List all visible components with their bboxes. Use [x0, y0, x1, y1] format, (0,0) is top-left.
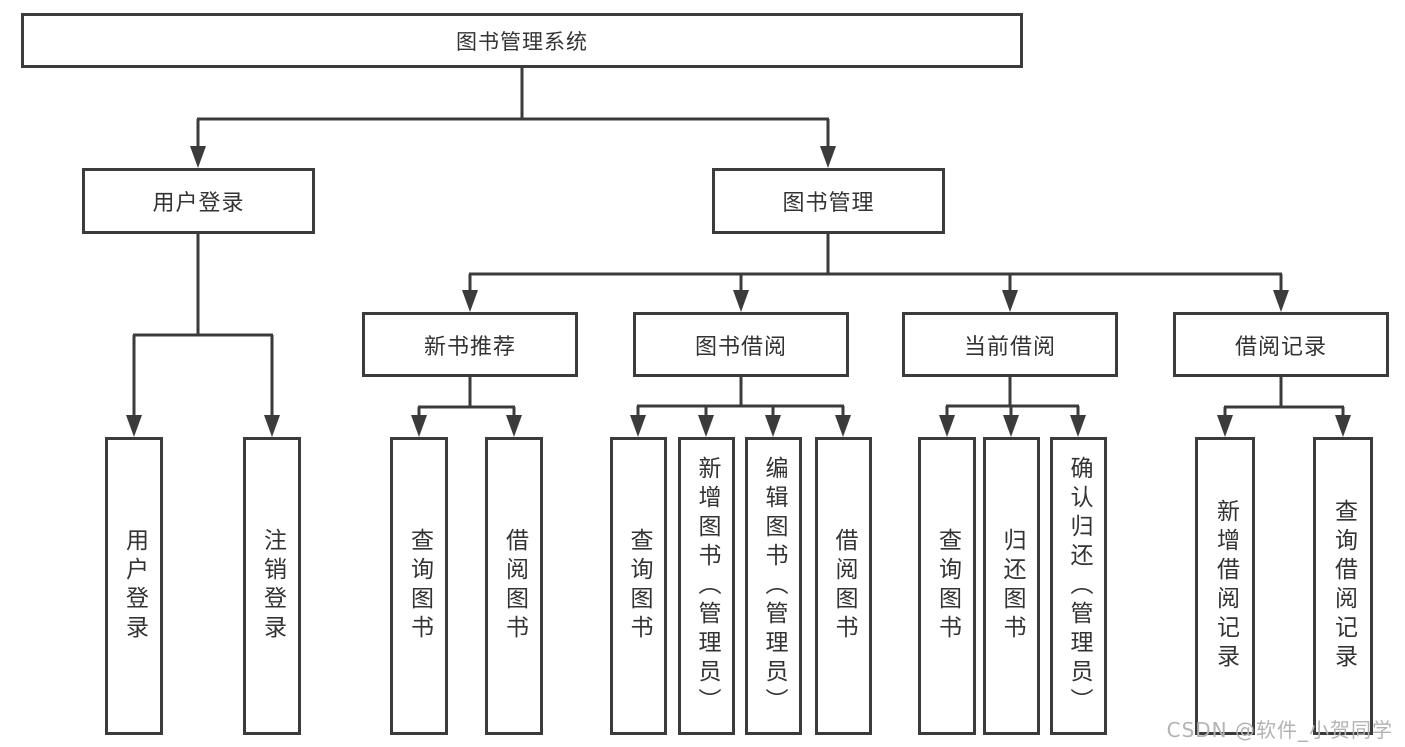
- node-library-system: 图书管理系统: [21, 13, 1023, 68]
- leaf-current-confirm-return-admin: 确认归还（管理员）: [1050, 437, 1107, 735]
- connector-paths: [132, 68, 1345, 418]
- node-book-management: 图书管理: [712, 168, 945, 234]
- node-label: 注销登录: [259, 528, 286, 644]
- leaf-records-query-record: 查询借阅记录: [1313, 437, 1373, 735]
- leaf-logout: 注销登录: [243, 437, 301, 735]
- node-label: 确认归还（管理员）: [1066, 455, 1092, 717]
- node-label: 新增借阅记录: [1212, 499, 1239, 673]
- node-current-borrowing: 当前借阅: [902, 312, 1118, 377]
- node-label: 查询借阅记录: [1330, 499, 1357, 673]
- leaf-current-return-books: 归还图书: [983, 437, 1040, 735]
- leaf-current-query-books: 查询图书: [918, 437, 976, 735]
- node-label: 查询图书: [406, 528, 433, 644]
- node-label: 用户登录: [121, 528, 148, 644]
- leaf-borrowing-add-books-admin: 新增图书（管理员）: [678, 437, 735, 735]
- node-label: 编辑图书（管理员）: [761, 455, 787, 717]
- node-label: 用户登录: [152, 191, 245, 216]
- node-label: 图书管理: [782, 191, 875, 216]
- leaf-borrowing-borrow-books: 借阅图书: [815, 437, 872, 735]
- leaf-user-login: 用户登录: [105, 437, 163, 735]
- leaf-borrowing-query-books: 查询图书: [610, 437, 667, 735]
- node-label: 借阅图书: [501, 528, 528, 644]
- node-label: 新增图书（管理员）: [694, 455, 720, 717]
- node-label: 图书管理系统: [456, 29, 588, 54]
- leaf-borrowing-edit-books-admin: 编辑图书（管理员）: [745, 437, 802, 735]
- arrowheads: [126, 146, 1351, 437]
- node-label: 借阅图书: [831, 528, 857, 644]
- node-label: 查询图书: [934, 528, 961, 644]
- node-label: 图书借阅: [694, 334, 787, 360]
- leaf-recommend-borrow-books: 借阅图书: [485, 437, 543, 735]
- leaf-records-add-record: 新增借阅记录: [1195, 437, 1255, 735]
- node-label: 借阅记录: [1234, 334, 1327, 360]
- node-label: 查询图书: [626, 528, 652, 644]
- node-user-login-group: 用户登录: [82, 168, 315, 234]
- node-new-book-recommend: 新书推荐: [362, 312, 578, 377]
- leaf-recommend-query-books: 查询图书: [390, 437, 448, 735]
- node-label: 当前借阅: [963, 334, 1056, 360]
- node-label: 新书推荐: [423, 334, 516, 360]
- node-book-borrowing: 图书借阅: [633, 312, 849, 377]
- node-label: 归还图书: [999, 528, 1025, 644]
- csdn-watermark: CSDN @软件_小贺同学: [1166, 718, 1393, 742]
- node-borrowing-records: 借阅记录: [1173, 312, 1389, 377]
